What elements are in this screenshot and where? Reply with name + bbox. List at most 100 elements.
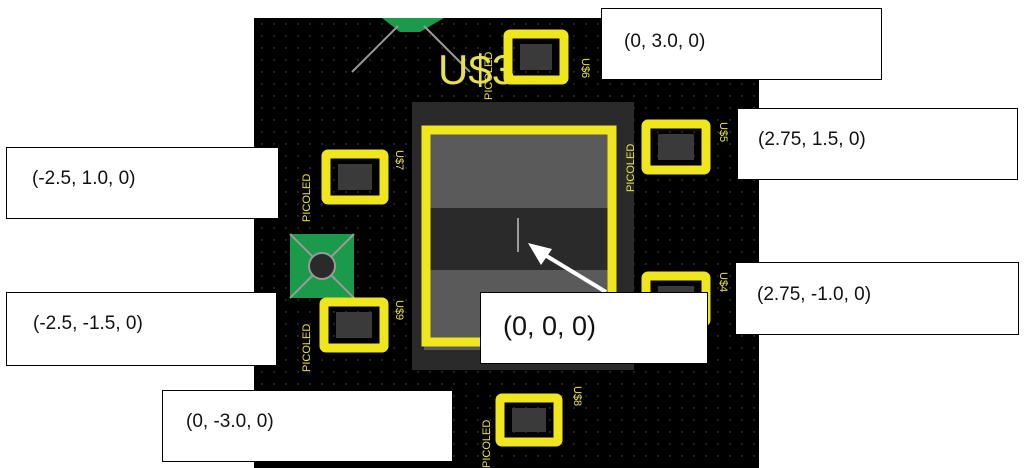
grid-dot xyxy=(477,71,479,73)
grid-dot xyxy=(741,203,743,205)
grid-dot xyxy=(369,383,371,385)
grid-dot xyxy=(309,227,311,229)
grid-dot xyxy=(309,311,311,313)
grid-dot xyxy=(741,239,743,241)
grid-dot xyxy=(669,263,671,265)
grid-dot xyxy=(537,95,539,97)
grid-dot xyxy=(405,191,407,193)
grid-dot xyxy=(501,455,503,457)
grid-dot xyxy=(429,35,431,37)
grid-dot xyxy=(741,347,743,349)
center-upper-pad xyxy=(424,128,614,208)
grid-dot xyxy=(321,203,323,205)
grid-dot xyxy=(741,371,743,373)
grid-dot xyxy=(609,371,611,373)
grid-dot xyxy=(345,23,347,25)
grid-dot xyxy=(741,431,743,433)
grid-dot xyxy=(645,227,647,229)
grid-dot xyxy=(693,383,695,385)
grid-dot xyxy=(573,83,575,85)
grid-dot xyxy=(729,119,731,121)
grid-dot xyxy=(633,455,635,457)
grid-dot xyxy=(537,371,539,373)
grid-dot xyxy=(729,239,731,241)
grid-dot xyxy=(285,263,287,265)
callout-left-top: (-2.5, 1.0, 0) xyxy=(6,147,279,219)
grid-dot xyxy=(477,95,479,97)
grid-dot xyxy=(729,167,731,169)
grid-dot xyxy=(513,95,515,97)
grid-dot xyxy=(297,35,299,37)
grid-dot xyxy=(369,23,371,25)
grid-dot xyxy=(753,383,755,385)
grid-dot xyxy=(477,455,479,457)
grid-dot xyxy=(357,215,359,217)
grid-dot xyxy=(597,83,599,85)
grid-dot xyxy=(621,383,623,385)
grid-dot xyxy=(561,455,563,457)
grid-dot xyxy=(273,287,275,289)
grid-dot xyxy=(585,455,587,457)
silk-picoled-u6: PICOLED xyxy=(483,52,495,100)
grid-dot xyxy=(309,335,311,337)
grid-dot xyxy=(525,71,527,73)
grid-dot xyxy=(705,407,707,409)
grid-dot xyxy=(645,251,647,253)
grid-dot xyxy=(285,71,287,73)
grid-dot xyxy=(297,311,299,313)
grid-dot xyxy=(585,407,587,409)
grid-dot xyxy=(609,443,611,445)
grid-dot xyxy=(369,119,371,121)
grid-dot xyxy=(489,383,491,385)
grid-dot xyxy=(585,47,587,49)
grid-dot xyxy=(309,215,311,217)
grid-dot xyxy=(621,83,623,85)
grid-dot xyxy=(477,395,479,397)
grid-dot xyxy=(261,23,263,25)
grid-dot xyxy=(693,83,695,85)
grid-dot xyxy=(405,59,407,61)
grid-dot xyxy=(741,191,743,193)
grid-dot xyxy=(345,227,347,229)
grid-dot xyxy=(405,311,407,313)
grid-dot xyxy=(429,71,431,73)
grid-dot xyxy=(669,203,671,205)
grid-dot xyxy=(717,95,719,97)
grid-dot xyxy=(753,455,755,457)
grid-dot xyxy=(609,383,611,385)
grid-dot xyxy=(393,167,395,169)
grid-dot xyxy=(381,83,383,85)
grid-dot xyxy=(297,203,299,205)
grid-dot xyxy=(345,83,347,85)
grid-dot xyxy=(309,155,311,157)
grid-dot xyxy=(393,155,395,157)
silk-picoled-u5: PICOLED xyxy=(625,144,637,192)
grid-dot xyxy=(453,419,455,421)
grid-dot xyxy=(285,23,287,25)
grid-dot xyxy=(297,335,299,337)
grid-dot xyxy=(621,455,623,457)
grid-dot xyxy=(633,407,635,409)
grid-dot xyxy=(693,107,695,109)
grid-dot xyxy=(285,119,287,121)
grid-dot xyxy=(453,407,455,409)
grid-dot xyxy=(693,239,695,241)
grid-dot xyxy=(381,23,383,25)
grid-dot xyxy=(285,371,287,373)
grid-dot xyxy=(393,299,395,301)
grid-dot xyxy=(285,383,287,385)
grid-dot xyxy=(393,347,395,349)
grid-dot xyxy=(669,443,671,445)
grid-dot xyxy=(525,95,527,97)
grid-dot xyxy=(753,335,755,337)
grid-dot xyxy=(717,143,719,145)
grid-dot xyxy=(501,59,503,61)
grid-dot xyxy=(273,251,275,253)
grid-dot xyxy=(693,131,695,133)
grid-dot xyxy=(417,47,419,49)
top-via-icon xyxy=(382,18,444,32)
grid-dot xyxy=(261,95,263,97)
grid-dot xyxy=(633,383,635,385)
grid-dot xyxy=(297,83,299,85)
grid-dot xyxy=(549,23,551,25)
